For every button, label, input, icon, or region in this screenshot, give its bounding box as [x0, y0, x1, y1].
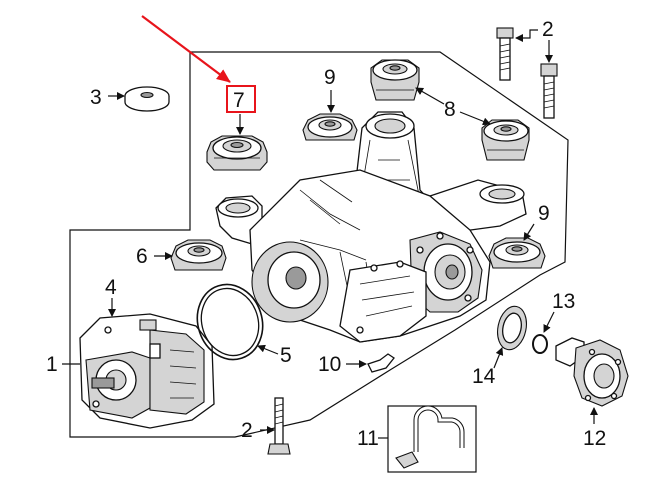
callout-7: 7: [233, 89, 245, 112]
part-13-snap-ring[interactable]: [532, 334, 548, 354]
highlight-arrow: [141, 15, 231, 83]
callout-5: 5: [280, 344, 292, 367]
callout-12: 12: [583, 427, 606, 450]
assembly-outline: [69, 51, 569, 438]
callout-8: 8: [444, 98, 456, 121]
part-2-bolt-top[interactable]: [496, 27, 514, 81]
part-9-mount-bushing-right[interactable]: [488, 237, 546, 269]
part-5-o-ring[interactable]: [188, 276, 272, 368]
differential-housing[interactable]: [215, 111, 527, 343]
callout-6: 6: [136, 245, 148, 268]
callout-14: 14: [472, 365, 496, 388]
callout-1: 1: [46, 353, 58, 376]
part-10-vent-elbow[interactable]: [367, 353, 395, 373]
part-2-bolt-bottom[interactable]: [267, 397, 291, 455]
callout-10: 10: [318, 353, 341, 376]
callout-11: 11: [357, 427, 379, 450]
part-4-coupling-unit[interactable]: [79, 313, 215, 429]
part-6-mount-bushing[interactable]: [170, 239, 227, 271]
callout-2-top: 2: [542, 18, 554, 41]
leader-lines: [62, 29, 598, 439]
callout-9-top: 9: [324, 66, 336, 89]
callout-2-bottom: 2: [241, 419, 253, 442]
callout-4: 4: [105, 276, 117, 299]
part-11-hose-kit[interactable]: [387, 405, 477, 473]
part-8-bushing-right[interactable]: [481, 119, 530, 161]
highlight-box: [226, 85, 256, 113]
part-9-mount-bushing-top[interactable]: [302, 113, 358, 141]
part-2-bolt-right[interactable]: [540, 63, 558, 119]
callout-3: 3: [90, 86, 102, 109]
part-3-washer[interactable]: [124, 86, 170, 112]
part-14-shaft-seal[interactable]: [494, 304, 531, 353]
part-12-output-flange[interactable]: [555, 337, 629, 407]
callout-13: 13: [552, 290, 575, 313]
part-8-bushing-top[interactable]: [370, 59, 420, 101]
callout-9-right: 9: [538, 202, 550, 225]
part-7-mount-bushing[interactable]: [206, 135, 268, 171]
